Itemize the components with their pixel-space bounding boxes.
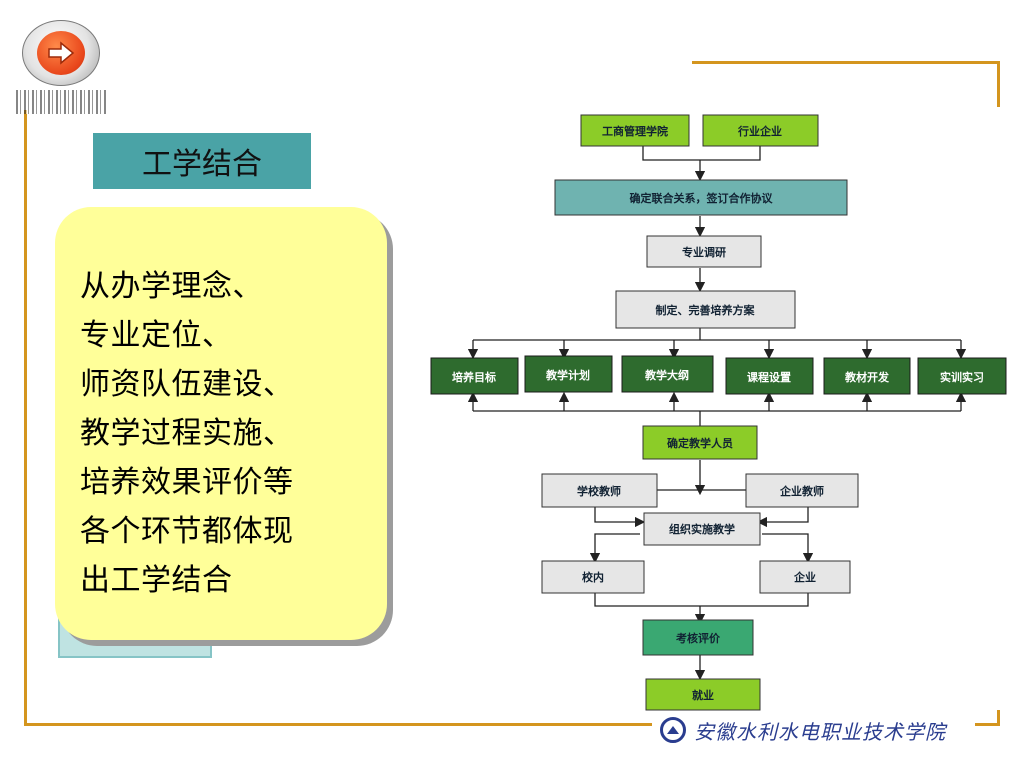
box-element: 培养目标 <box>430 357 519 395</box>
box-element: 教学计划 <box>524 355 613 393</box>
box-label: 课程设置 <box>747 370 791 384</box>
box-company-teacher: 企业教师 <box>745 473 859 508</box>
callout-box: 从办学理念、 专业定位、 师资队伍建设、 教学过程实施、 培养效果评价等 各个环… <box>55 207 387 640</box>
box-school-teacher: 学校教师 <box>541 473 658 508</box>
school-logo: 安徽水利水电职业技术学院 <box>660 712 960 748</box>
school-emblem-icon <box>660 717 686 743</box>
box-plan: 制定、完善培养方案 <box>615 290 796 329</box>
frame-bottom-right-tick <box>997 710 1000 726</box>
frame-right-line <box>997 61 1000 107</box>
box-research: 专业调研 <box>646 235 762 268</box>
school-name: 安徽水利水电职业技术学院 <box>694 719 946 744</box>
frame-bottom-line <box>24 723 652 726</box>
box-employment: 就业 <box>645 678 761 711</box>
callout-line: 专业定位、 <box>80 318 233 353</box>
box-label: 校内 <box>582 570 604 584</box>
box-label: 组织实施教学 <box>669 522 735 536</box>
box-label: 行业企业 <box>737 124 782 138</box>
box-on-campus: 校内 <box>541 560 645 594</box>
box-assessment: 考核评价 <box>642 619 754 656</box>
frame-top-line <box>692 61 1000 64</box>
box-label: 制定、完善培养方案 <box>656 303 756 317</box>
box-label: 工商管理学院 <box>602 124 668 138</box>
box-element: 实训实习 <box>917 357 1007 395</box>
box-top-left: 工商管理学院 <box>580 114 690 147</box>
box-label: 考核评价 <box>676 631 721 645</box>
box-label: 学校教师 <box>577 484 621 498</box>
box-label: 确定教学人员 <box>667 436 733 450</box>
box-staff: 确定教学人员 <box>642 425 758 460</box>
callout-line: 师资队伍建设、 <box>80 367 294 402</box>
arrow-right-icon <box>37 31 85 75</box>
decorative-noise <box>16 90 108 114</box>
box-label: 实训实习 <box>940 370 984 384</box>
callout-line: 培养效果评价等 <box>80 465 294 500</box>
frame-bottom-right-line <box>975 723 1000 726</box>
callout-line: 出工学结合 <box>80 563 233 598</box>
box-element: 教材开发 <box>823 357 911 395</box>
box-enterprise: 企业 <box>759 560 851 594</box>
box-organize: 组织实施教学 <box>643 512 761 546</box>
next-slide-button[interactable] <box>22 20 100 86</box>
box-element: 课程设置 <box>725 357 814 395</box>
box-label: 专业调研 <box>682 245 726 259</box>
box-label: 就业 <box>692 688 714 702</box>
box-label: 企业教师 <box>779 484 824 498</box>
box-label: 培养目标 <box>452 370 496 384</box>
box-element: 教学大纲 <box>621 355 714 393</box>
box-label: 教学大纲 <box>644 368 689 382</box>
box-label: 企业 <box>793 570 816 584</box>
frame-left-line <box>24 110 27 726</box>
page-title: 工学结合 <box>93 133 311 189</box>
box-label: 教材开发 <box>844 370 890 384</box>
box-top-right: 行业企业 <box>702 114 819 147</box>
box-agreement: 确定联合关系，签订合作协议 <box>554 179 848 216</box>
callout-line: 各个环节都体现 <box>80 514 294 549</box>
callout-line: 从办学理念、 <box>80 269 263 304</box>
box-label: 教学计划 <box>545 368 590 382</box>
box-label: 确定联合关系，签订合作协议 <box>630 191 774 205</box>
callout-line: 教学过程实施、 <box>80 416 294 451</box>
